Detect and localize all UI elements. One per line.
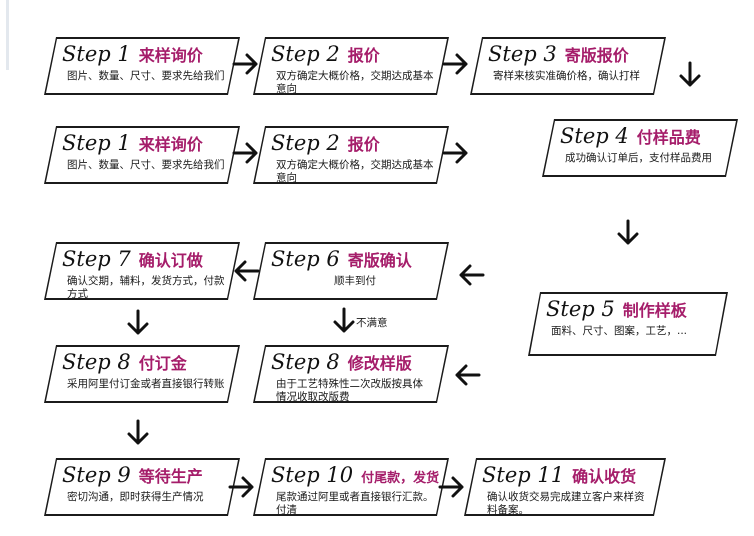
step-title: Step 1 来样询价: [62, 131, 203, 155]
step-name: 来样询价: [138, 46, 203, 65]
step-9-box: Step 9 等待生产 密切沟通，即时获得生产情况: [44, 458, 240, 516]
step-label: Step 11: [482, 463, 565, 487]
step-name: 付尾款，发货: [361, 471, 440, 486]
arrow-right-icon: [227, 472, 257, 502]
step-name: 付订金: [138, 354, 187, 373]
arrow-down-icon: [123, 418, 153, 448]
arrow-down-icon: [675, 60, 705, 90]
step-title: Step 7 确认订做: [62, 247, 203, 271]
arrow-right-icon: [437, 472, 467, 502]
step-name: 等待生产: [138, 467, 203, 486]
step-title: Step 1 来样询价: [62, 42, 203, 66]
step-label: Step 2: [271, 131, 340, 155]
step-title: Step 4 付样品费: [560, 124, 701, 148]
step-label: Step 8: [62, 350, 131, 374]
step-name: 修改样版: [347, 354, 412, 373]
step-name: 制作样板: [622, 301, 687, 320]
step-title: Step 8 修改样版: [271, 350, 412, 374]
step-label: Step 1: [62, 42, 131, 66]
arrow-down-icon: [613, 218, 643, 248]
step-name: 寄版确认: [347, 251, 412, 270]
step-3-box: Step 3 寄版报价 寄样来核实准确价格，确认打样: [470, 37, 666, 95]
step-label: Step 10: [271, 463, 354, 487]
arrow-right-icon: [441, 49, 471, 79]
step-label: Step 9: [62, 463, 131, 487]
step-2-box: Step 2 报价 双方确定大概价格，交期达成基本意向: [253, 126, 449, 184]
step-title: Step 2 报价: [271, 131, 380, 155]
step-title: Step 11 确认收货: [482, 463, 636, 487]
step-name: 付样品费: [636, 128, 701, 147]
step-description: 成功确认订单后，支付样品费用: [565, 152, 712, 164]
step-description: 双方确定大概价格，交期达成基本意向: [276, 159, 434, 184]
step-label: Step 4: [560, 124, 629, 148]
step-name: 确认收货: [572, 467, 637, 486]
arrow-left-icon: [231, 256, 261, 286]
step-label: Step 1: [62, 131, 131, 155]
step-8-revise-box: Step 8 修改样版 由于工艺特殊性二次改版按具体情况收取改版费: [253, 345, 449, 403]
step-title: Step 3 寄版报价: [488, 42, 629, 66]
step-description: 双方确定大概价格，交期达成基本意向: [276, 70, 434, 95]
step-1-box: Step 1 来样询价 图片、数量、尺寸、要求先给我们: [44, 126, 240, 184]
step-label: Step 8: [271, 350, 340, 374]
arrow-right-icon: [231, 49, 261, 79]
edge-mark: [6, 0, 9, 70]
step-name: 报价: [347, 46, 380, 65]
not-satisfied-note: 不满意: [356, 317, 388, 329]
step-description: 确认收货交易完成建立客户来样资料备案。: [487, 491, 645, 516]
step-description: 确认交期，辅料，发货方式，付款方式: [67, 275, 225, 300]
step-label: Step 6: [271, 247, 340, 271]
step-title: Step 8 付订金: [62, 350, 187, 374]
step-description: 寄样来核实准确价格，确认打样: [493, 70, 640, 82]
arrow-right-icon: [441, 138, 471, 168]
step-10-box: Step 10 付尾款，发货 尾款通过阿里或者直接银行汇款。付清: [253, 458, 449, 516]
arrow-left-icon: [456, 260, 486, 290]
step-1-box: Step 1 来样询价 图片、数量、尺寸、要求先给我们: [44, 37, 240, 95]
arrow-left-icon: [452, 360, 482, 390]
step-8-box: Step 8 付订金 采用阿里付订金或者直接银行转账: [44, 345, 240, 403]
step-2-box: Step 2 报价 双方确定大概价格，交期达成基本意向: [253, 37, 449, 95]
step-5-box: Step 5 制作样板 面料、尺寸、图案，工艺，...: [528, 292, 728, 356]
step-description: 采用阿里付订金或者直接银行转账: [67, 378, 225, 390]
step-title: Step 9 等待生产: [62, 463, 203, 487]
step-11-box: Step 11 确认收货 确认收货交易完成建立客户来样资料备案。: [464, 458, 666, 516]
step-name: 确认订做: [138, 251, 203, 270]
step-name: 来样询价: [138, 135, 203, 154]
step-description: 尾款通过阿里或者直接银行汇款。付清: [276, 491, 434, 516]
step-description: 密切沟通，即时获得生产情况: [67, 491, 204, 503]
step-4-box: Step 4 付样品费 成功确认订单后，支付样品费用: [542, 119, 738, 177]
step-6-box: Step 6 寄版确认 顺丰到付: [253, 242, 449, 300]
step-description: 顺丰到付: [334, 275, 376, 287]
step-title: Step 2 报价: [271, 42, 380, 66]
step-title: Step 6 寄版确认: [271, 247, 412, 271]
step-name: 报价: [347, 135, 380, 154]
step-description: 图片、数量、尺寸、要求先给我们: [67, 70, 225, 82]
step-label: Step 5: [546, 297, 615, 321]
step-description: 面料、尺寸、图案，工艺，...: [551, 325, 688, 337]
step-description: 图片、数量、尺寸、要求先给我们: [67, 159, 225, 171]
step-label: Step 7: [62, 247, 131, 271]
arrow-down-icon: [329, 306, 359, 336]
step-description: 由于工艺特殊性二次改版按具体情况收取改版费: [276, 378, 423, 403]
step-title: Step 10 付尾款，发货: [271, 463, 439, 487]
step-label: Step 2: [271, 42, 340, 66]
step-7-box: Step 7 确认订做 确认交期，辅料，发货方式，付款方式: [44, 242, 240, 300]
step-title: Step 5 制作样板: [546, 297, 687, 321]
step-name: 寄版报价: [564, 46, 629, 65]
arrow-down-icon: [123, 308, 153, 338]
step-label: Step 3: [488, 42, 557, 66]
arrow-right-icon: [231, 138, 261, 168]
